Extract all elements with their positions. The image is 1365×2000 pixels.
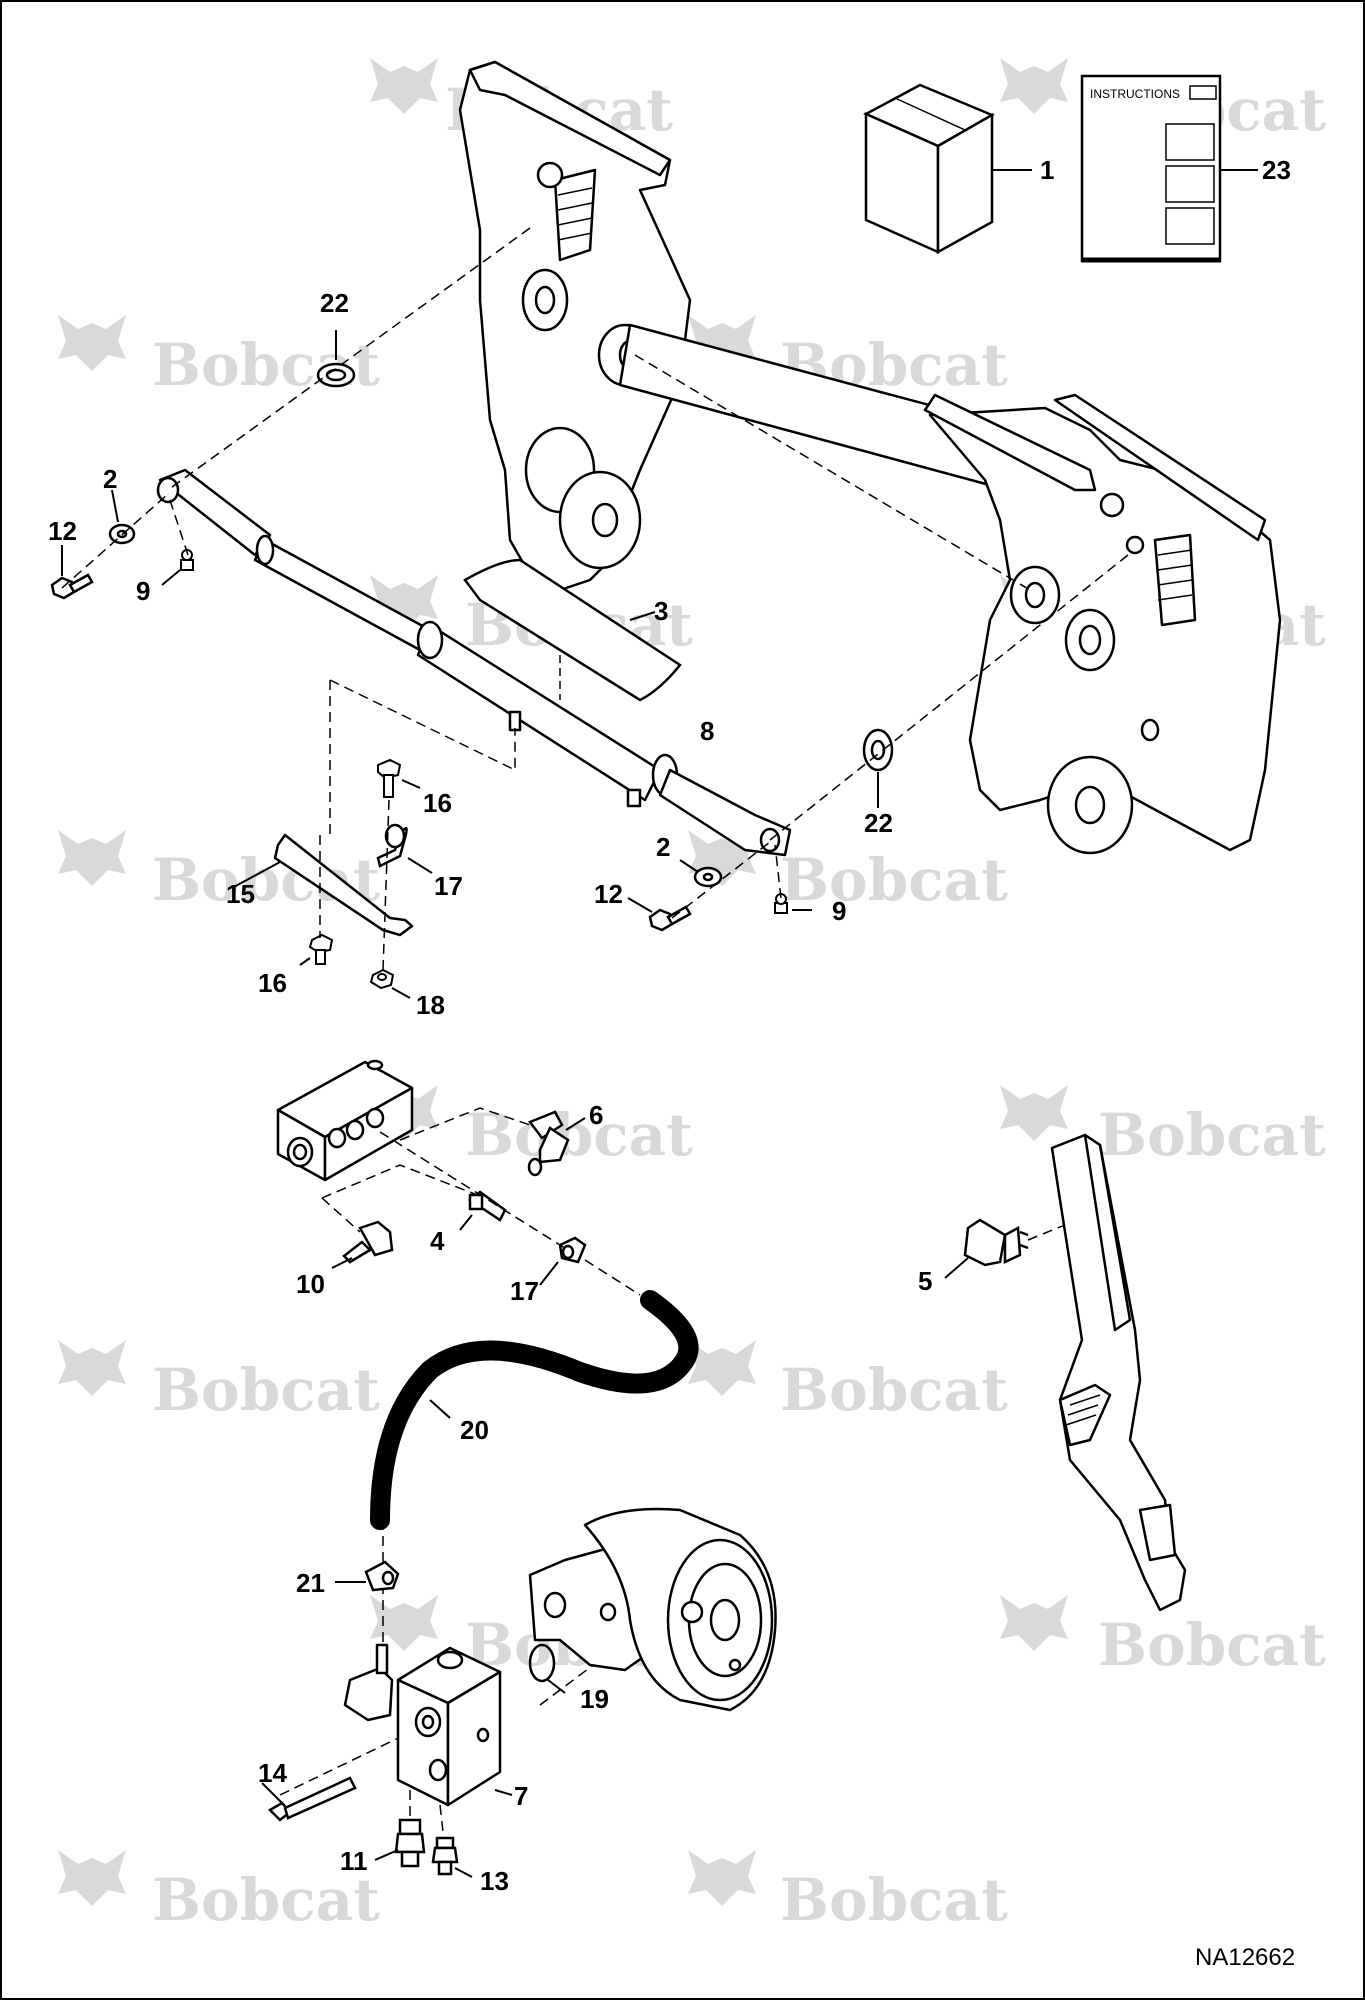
watermark-text: Bobcat (152, 1356, 380, 1424)
coupler-frame (458, 60, 1282, 855)
callouts: 1 23 22 2 12 9 3 8 22 2 12 9 16 17 15 16… (48, 155, 1291, 1896)
bobcat-logo-icon (58, 830, 126, 886)
part-bolt (50, 573, 94, 600)
part-bolt (648, 905, 692, 932)
part-washer (693, 866, 723, 888)
watermark-text: Bobcat (465, 1101, 693, 1169)
callout-1: 1 (1040, 155, 1054, 185)
part-elbow-fitting (527, 1110, 570, 1177)
callout-7: 7 (514, 1781, 528, 1811)
watermark: Bobcat (1000, 1595, 1326, 1679)
callout-16: 16 (423, 788, 452, 818)
callout-12: 12 (594, 879, 623, 909)
watermark-text: Bobcat (1098, 1611, 1326, 1679)
callout-21: 21 (296, 1568, 325, 1598)
part-washer (316, 362, 356, 388)
bobcat-logo-icon (1000, 58, 1068, 114)
part-washer (862, 728, 894, 772)
callout-2: 2 (656, 832, 670, 862)
part-fitting (431, 1836, 459, 1876)
part-switch (963, 1218, 1029, 1267)
callout-3: 3 (654, 596, 668, 626)
assembly-leaders (61, 227, 1129, 919)
callout-22: 22 (864, 808, 893, 838)
callout-8: 8 (700, 716, 714, 746)
watermark-text: Bobcat (780, 846, 1008, 914)
watermark-text: Bobcat (780, 1356, 1008, 1424)
drawing-reference-number: NA12662 (1195, 1944, 1295, 1971)
callout-5: 5 (918, 1266, 932, 1296)
part-valve-block (343, 1643, 502, 1807)
callout-12: 12 (48, 516, 77, 546)
callout-2: 2 (103, 464, 117, 494)
callout-15: 15 (226, 879, 255, 909)
bobcat-logo-icon (370, 1595, 438, 1651)
bobcat-logo-icon (58, 315, 126, 371)
part-hydraulic-motor (528, 1507, 777, 1712)
part-valve-block (276, 1059, 414, 1182)
watermark: Bobcat (370, 1085, 693, 1169)
part-mounting-arm (1050, 1133, 1187, 1612)
callout-17: 17 (510, 1276, 539, 1306)
watermark: Bobcat (58, 1850, 380, 1934)
part-bracket (273, 833, 414, 937)
bobcat-logo-icon (1000, 1595, 1068, 1651)
callout-20: 20 (460, 1415, 489, 1445)
part-elbow-fitting (342, 1220, 394, 1264)
callout-10: 10 (296, 1269, 325, 1299)
callout-14: 14 (258, 1758, 287, 1788)
watermark: Bobcat (688, 1850, 1008, 1934)
bracket-leaders (319, 799, 390, 971)
watermark: Bobcat (688, 830, 1008, 914)
watermark: Bobcat (1000, 1085, 1326, 1169)
callout-11: 11 (340, 1846, 368, 1876)
bobcat-logo-icon (688, 1850, 756, 1906)
hydraulic-leaders (279, 1107, 641, 1851)
bobcat-logo-icon (58, 1850, 126, 1906)
part-hose (370, 1290, 699, 1530)
callout-9: 9 (832, 896, 846, 926)
part-bolt (308, 933, 334, 965)
part-adapter-fitting (467, 1190, 507, 1222)
part-clamp (364, 1560, 400, 1592)
part-box (863, 83, 995, 255)
watermark: Bobcat (58, 1340, 380, 1424)
part-nut (369, 968, 395, 990)
callout-16: 16 (258, 968, 287, 998)
watermark-text: Bobcat (152, 1866, 380, 1934)
part-grease-fitting (774, 893, 788, 914)
part-clamp (558, 1236, 587, 1264)
part-decal (463, 558, 682, 702)
instructions-title: INSTRUCTIONS (1090, 87, 1180, 101)
callout-23: 23 (1262, 155, 1291, 185)
bobcat-logo-icon (370, 58, 438, 114)
bobcat-logo-icon (58, 1340, 126, 1396)
part-instructions-manual (1080, 74, 1222, 263)
callout-6: 6 (589, 1100, 603, 1130)
part-clamp (376, 823, 408, 868)
bobcat-logo-icon (1000, 1085, 1068, 1141)
part-cylinder (156, 468, 792, 857)
watermark-text: Bobcat (780, 1866, 1008, 1934)
part-bolt (377, 758, 402, 798)
part-bolt (267, 1776, 357, 1822)
callout-9: 9 (136, 576, 150, 606)
part-fitting (394, 1818, 426, 1868)
callout-22: 22 (320, 288, 349, 318)
callout-13: 13 (480, 1866, 509, 1896)
watermark: Bobcat (688, 1340, 1008, 1424)
part-o-ring (528, 1643, 556, 1683)
callout-17: 17 (434, 871, 463, 901)
callout-19: 19 (580, 1684, 609, 1714)
callout-4: 4 (430, 1226, 445, 1256)
callout-18: 18 (416, 990, 445, 1020)
watermark-text: Bobcat (1098, 1101, 1326, 1169)
